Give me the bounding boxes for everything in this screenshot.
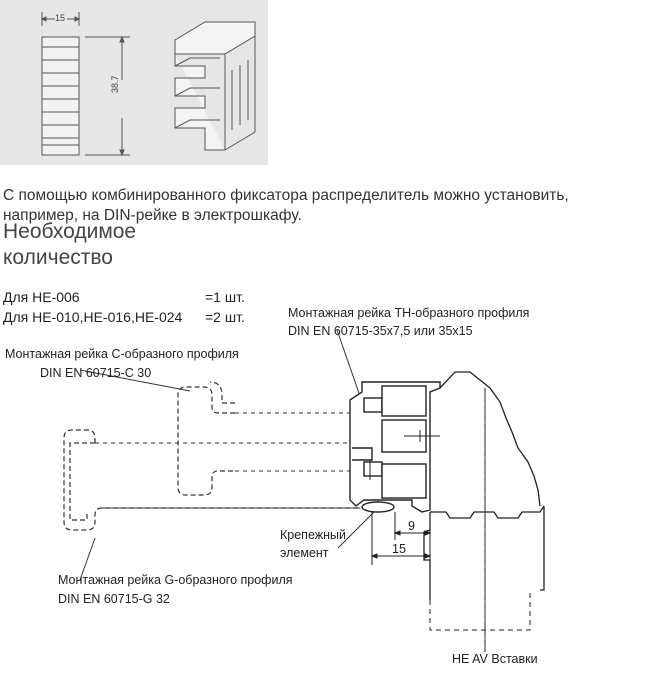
section-heading: Необходимое количество [3, 220, 137, 269]
th-rail-label-line1: Монтажная рейка TH-образного профиля [288, 306, 530, 320]
qty-label-he010: Для HE-010,HE-016,HE-024 [3, 309, 183, 325]
qty-label-he006: Для HE-006 [3, 289, 80, 305]
dim-15-label: 15 [392, 542, 406, 556]
dimension-lines [370, 512, 432, 565]
g-rail-label-line1: Монтажная рейка G-образного профиля [58, 573, 293, 587]
product-image-panel: 15 38.7 [0, 0, 268, 165]
qty-value-he006: =1 шт. [205, 289, 245, 305]
inserts-label: HE AV Вставки [452, 652, 538, 666]
g-rail-label-line2: DIN EN 60715-G 32 [58, 592, 170, 606]
alignment-lines [95, 412, 360, 509]
c-rail-leader [79, 369, 191, 392]
c-rail-label-line1: Монтажная рейка С-образного профиля [5, 347, 239, 361]
fastener-label-line2: элемент [280, 546, 329, 560]
insert-dashed-outline [429, 388, 531, 652]
c-rail-outline [177, 381, 235, 496]
width-dimension-label: 15 [55, 13, 66, 23]
th-rail-leader [336, 329, 361, 397]
dim-9-label: 9 [408, 519, 415, 533]
c-rail-label-line2: DIN EN 60715-C 30 [40, 366, 152, 380]
fixator-bracket [349, 381, 441, 513]
th-rail-label-line2: DIN EN 60715-35x7,5 или 35x15 [288, 324, 473, 338]
fastener-label-line1: Крепежный [280, 528, 346, 542]
intro-text: С помощью комбинированного фиксатора рас… [3, 186, 569, 224]
qty-value-he010: =2 шт. [205, 309, 245, 325]
g-rail-outline [63, 429, 360, 531]
fastener-leader [337, 505, 381, 549]
g-rail-leader [79, 537, 96, 581]
insert-housing [423, 371, 545, 600]
bracket-views-drawing [40, 12, 256, 157]
